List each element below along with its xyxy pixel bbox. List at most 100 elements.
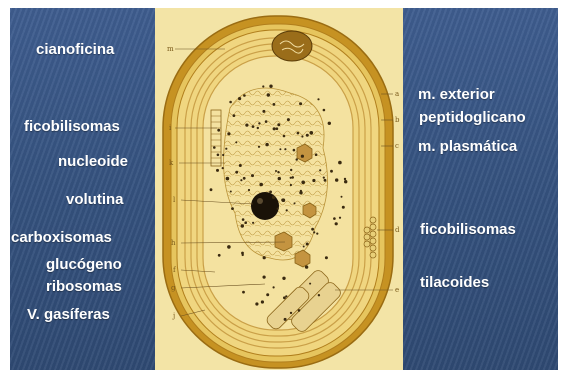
ribosome-dot	[298, 309, 301, 312]
label-carboxisomas: carboxisomas	[11, 229, 112, 246]
ribosome-dot	[330, 170, 333, 173]
ribosome-dot	[261, 300, 264, 303]
label-peptidoglicano: peptidoglicano	[419, 109, 526, 126]
ribosome-dot	[217, 154, 220, 157]
ribosome-dot	[303, 246, 305, 248]
cell-illustration-area: m i k l h f g j a b c d e	[155, 8, 403, 370]
pointer-letter-j: j	[172, 312, 175, 320]
ribosome-dot	[222, 154, 224, 156]
ribosome-dot	[344, 178, 346, 180]
ribosome-dot	[309, 283, 311, 285]
ribosome-dot	[269, 85, 272, 88]
ribosome-dot	[277, 123, 280, 126]
ribosome-dot	[341, 196, 343, 198]
label-tilacoides: tilacoides	[420, 274, 489, 291]
label-ribosomas: ribosomas	[46, 278, 122, 295]
ribosome-dot	[273, 127, 276, 130]
ribosome-dot	[258, 122, 260, 124]
ribosome-dot	[252, 222, 254, 224]
ribosome-dot	[306, 134, 309, 137]
ribosome-dot	[312, 179, 315, 182]
ribosome-dot	[226, 177, 230, 181]
ribosome-dot	[282, 198, 286, 202]
ribosome-dot	[240, 179, 242, 181]
ribosome-dot	[286, 209, 288, 211]
pointer-letter-m: m	[167, 45, 174, 53]
pointer-letter-d: d	[395, 226, 400, 234]
ribosome-dot	[283, 135, 286, 138]
ribosome-dot	[305, 265, 308, 268]
ribosome-dot	[301, 155, 304, 158]
pointer-letter-b: b	[395, 116, 400, 124]
ribosome-dot	[255, 302, 258, 305]
ribosome-dot	[231, 207, 234, 210]
ribosome-dot	[263, 276, 266, 279]
ribosome-dot	[297, 132, 300, 135]
slide-panel: m i k l h f g j a b c d e cianoficina fi…	[10, 8, 558, 370]
cyanobacterium-diagram: m i k l h f g j a b c d e	[155, 8, 403, 370]
ribosome-dot	[323, 177, 325, 179]
ribosome-dot	[273, 286, 275, 288]
right-label-column	[403, 8, 558, 370]
ribosome-dot	[251, 174, 254, 177]
ribosome-dot	[291, 176, 294, 179]
ribosome-dot	[242, 218, 245, 221]
ribosome-dot	[284, 148, 286, 150]
ribosome-dot	[238, 97, 241, 100]
ribosome-dot	[317, 98, 319, 100]
label-m-plasmatica: m. plasmática	[418, 138, 517, 155]
ribosome-dot	[265, 120, 268, 123]
ribosome-dot	[310, 131, 314, 135]
ribosome-dot	[235, 171, 238, 174]
ribosome-dot	[269, 191, 272, 194]
ribosome-dot	[294, 202, 296, 204]
ribosome-dot	[275, 170, 277, 172]
ribosome-dot	[315, 153, 318, 156]
ribosome-dot	[227, 245, 231, 249]
ribosome-dot	[299, 102, 302, 105]
ribosome-dot	[279, 148, 281, 150]
ribosome-dot	[227, 132, 230, 135]
ribosome-dot	[241, 224, 244, 227]
pointer-letter-a: a	[395, 90, 399, 98]
ribosome-dot	[290, 184, 292, 186]
pointer-letter-h: h	[171, 239, 176, 247]
pointer-letter-e: e	[395, 286, 399, 294]
ribosome-dot	[213, 146, 216, 149]
ribosome-dot	[217, 129, 220, 132]
ribosome-dot	[316, 233, 318, 235]
ribosome-dot	[248, 189, 250, 191]
ribosome-dot	[342, 206, 345, 209]
ribosome-dot	[265, 143, 268, 146]
ribosome-dot	[285, 295, 287, 297]
ribosome-dot	[284, 318, 287, 321]
ribosome-dot	[257, 127, 259, 129]
pointer-letter-c: c	[395, 142, 399, 150]
ribosome-dot	[242, 291, 245, 294]
ribosome-dot	[244, 221, 247, 224]
ribosome-dot	[262, 85, 264, 87]
ribosome-dot	[335, 178, 338, 181]
label-cianoficina: cianoficina	[36, 41, 114, 58]
ribosome-dot	[318, 294, 320, 296]
ribosome-dot	[300, 190, 302, 192]
ribosome-dot	[272, 196, 275, 199]
ribosome-dot	[210, 188, 213, 191]
ribosome-dot	[218, 254, 221, 257]
ribosome-dot	[328, 122, 331, 125]
ribosome-dot	[243, 94, 246, 97]
ribosome-dot	[225, 148, 227, 150]
ribosome-dot	[338, 161, 342, 165]
label-glucogeno: glucógeno	[46, 256, 122, 273]
ribosome-dot	[262, 110, 265, 113]
ribosome-dot	[267, 93, 270, 96]
ribosome-dot	[233, 114, 236, 117]
ribosome-dot	[311, 228, 314, 231]
ribosome-dot	[258, 146, 260, 148]
ribosome-dot	[229, 101, 232, 104]
ribosome-dot	[276, 127, 279, 130]
ribosome-dot	[290, 312, 292, 314]
label-m-exterior: m. exterior	[418, 86, 495, 103]
ribosome-dot	[333, 217, 336, 220]
ribosome-dot	[306, 243, 309, 246]
